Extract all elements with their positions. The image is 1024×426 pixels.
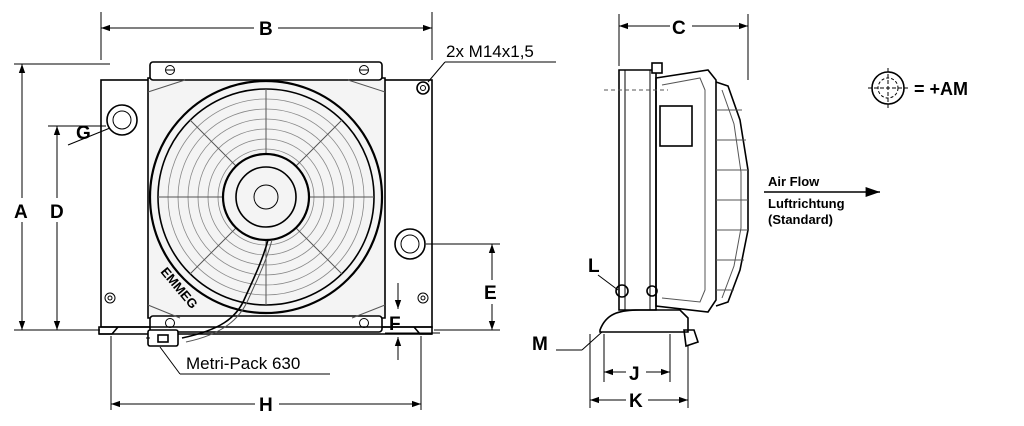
top-flange: [149, 61, 383, 81]
front-view: EMMEG: [98, 61, 433, 347]
side-shroud: [655, 69, 717, 313]
airflow-line1: Air Flow: [768, 174, 820, 189]
dim-f: F: [389, 314, 401, 335]
dim-e: E: [484, 283, 497, 304]
dim-m: M: [532, 334, 548, 355]
connector-icon: [146, 329, 179, 347]
thread-port-icon: [416, 81, 430, 95]
airflow-line2: Luftrichtung: [768, 196, 845, 211]
connector-callout: Metri-Pack 630: [186, 354, 300, 373]
am-legend-label: = +AM: [914, 79, 968, 99]
airflow-indicator: Air Flow Luftrichtung (Standard): [764, 174, 880, 227]
dim-b: B: [259, 19, 273, 40]
side-motor: [659, 105, 693, 147]
dim-h: H: [259, 395, 273, 416]
dim-a: A: [14, 202, 28, 223]
side-view: [599, 62, 749, 348]
front-dimensions: B A D G E F H 2x M14x1,5: [12, 12, 556, 416]
dim-l: L: [588, 256, 600, 277]
dim-d: D: [50, 202, 64, 223]
dim-g: G: [76, 123, 91, 144]
bottom-flange: [149, 315, 383, 333]
port-g-icon: [106, 104, 138, 136]
motor-cable: [181, 239, 269, 339]
thread-callout: 2x M14x1,5: [446, 42, 534, 61]
side-foot: [599, 309, 689, 333]
dim-j: J: [629, 364, 640, 385]
port-e-icon: [394, 228, 426, 260]
dim-c: C: [672, 18, 686, 39]
side-dimensions: C L M J K: [532, 14, 749, 412]
side-plug: [683, 329, 700, 348]
airflow-line3: (Standard): [768, 212, 833, 227]
dim-k: K: [629, 391, 643, 412]
am-legend: = +AM: [868, 68, 968, 108]
